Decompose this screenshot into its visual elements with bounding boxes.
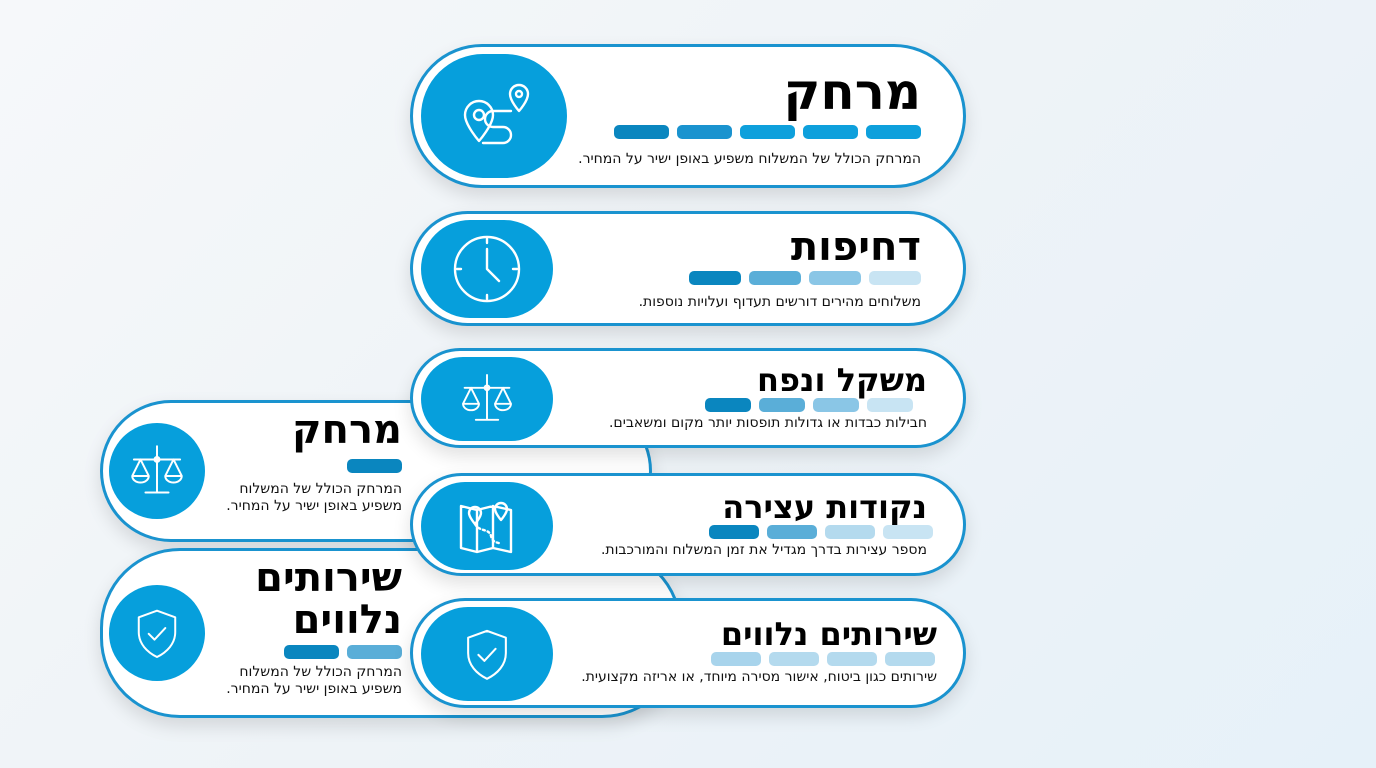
factor-card-distance: מרחק המרחק הכולל של המשלוח משפיע באופן י… xyxy=(410,44,966,188)
level-bar xyxy=(827,652,877,666)
level-bar xyxy=(883,525,933,539)
level-bar xyxy=(689,271,741,285)
ghost-description: המרחק הכולל של המשלוח משפיע באופן ישיר ע… xyxy=(226,664,402,697)
card-title: משקל ונפח xyxy=(757,361,927,399)
level-bar xyxy=(866,125,921,139)
level-bar xyxy=(867,398,913,412)
level-bars xyxy=(711,652,935,666)
card-description: חבילות כבדות או גדולות תופסות יותר מקום … xyxy=(608,415,927,431)
ghost-title: מרחק xyxy=(292,407,402,453)
clock-icon xyxy=(421,220,553,318)
card-description: מספר עצירות בדרך מגדיל את זמן המשלוח והמ… xyxy=(600,542,927,558)
level-bar xyxy=(759,398,805,412)
scale-icon xyxy=(109,423,205,519)
route-pin-icon xyxy=(421,54,567,178)
factor-card-extra-services: שירותים נלווים שירותים כגון ביטוח, אישור… xyxy=(410,598,966,708)
map-pins-icon xyxy=(421,482,553,570)
card-title: מרחק xyxy=(783,63,921,121)
card-description: המרחק הכולל של המשלוח משפיע באופן ישיר ע… xyxy=(578,151,921,167)
card-title: נקודות עצירה xyxy=(722,488,927,526)
card-description: משלוחים מהירים דורשים תעדוף ועלויות נוספ… xyxy=(638,294,921,310)
level-bars xyxy=(705,398,913,412)
shield-check-icon xyxy=(109,585,205,681)
factor-card-stops: נקודות עצירה מספר עצירות בדרך מגדיל את ז… xyxy=(410,473,966,576)
level-bars xyxy=(614,125,921,139)
level-bar xyxy=(614,125,669,139)
card-description: שירותים כגון ביטוח, אישור מסירה מיוחד, א… xyxy=(581,669,937,685)
level-bars xyxy=(709,525,933,539)
level-bar xyxy=(709,525,759,539)
scale-icon xyxy=(421,357,553,441)
level-bar xyxy=(740,125,795,139)
factor-card-urgency: דחיפות משלוחים מהירים דורשים תעדוף ועלוי… xyxy=(410,211,966,326)
card-title: שירותים נלווים xyxy=(720,615,937,653)
level-bar xyxy=(705,398,751,412)
ghost-title: שירותים נלווים xyxy=(255,555,402,643)
level-bars xyxy=(689,271,921,285)
shield-check-icon xyxy=(421,607,553,701)
level-bar xyxy=(677,125,732,139)
level-bar xyxy=(825,525,875,539)
ghost-bars xyxy=(284,645,402,659)
level-bar xyxy=(767,525,817,539)
level-bar xyxy=(885,652,935,666)
level-bar xyxy=(711,652,761,666)
card-title: דחיפות xyxy=(790,224,921,270)
level-bar xyxy=(809,271,861,285)
level-bar xyxy=(769,652,819,666)
factor-card-weight-volume: משקל ונפח חבילות כבדות או גדולות תופסות … xyxy=(410,348,966,448)
ghost-description: המרחק הכולל של המשלוח משפיע באופן ישיר ע… xyxy=(226,481,402,514)
ghost-bars xyxy=(347,459,402,473)
level-bar xyxy=(869,271,921,285)
level-bar xyxy=(813,398,859,412)
level-bar xyxy=(749,271,801,285)
level-bar xyxy=(803,125,858,139)
